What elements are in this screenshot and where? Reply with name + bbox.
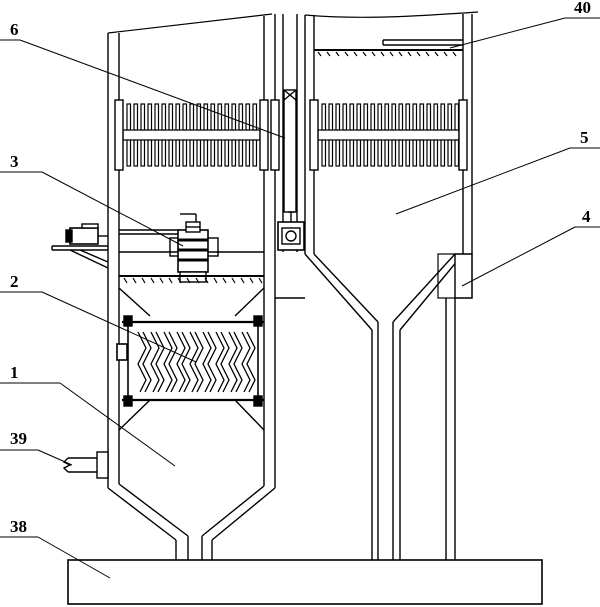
upper-stirring-combs <box>114 99 468 171</box>
label-3: 3 <box>10 152 19 171</box>
label-2: 2 <box>10 272 19 291</box>
filter-cartridge-2 <box>116 287 265 431</box>
label-4: 4 <box>582 207 591 226</box>
leader-lines <box>0 17 600 579</box>
label-5: 5 <box>580 128 589 147</box>
right-tank <box>275 11 479 560</box>
motor-assembly-3 <box>51 213 264 284</box>
support-bracket-4 <box>437 253 473 560</box>
label-39: 39 <box>10 429 27 448</box>
label-1: 1 <box>10 363 19 382</box>
label-40: 40 <box>574 0 591 17</box>
base-platform <box>67 559 543 605</box>
left-tank <box>107 13 276 560</box>
inlet-pipe-39 <box>62 451 109 479</box>
spray-pipe-40 <box>314 39 463 57</box>
label-6: 6 <box>10 20 19 39</box>
label-38: 38 <box>10 517 27 536</box>
central-shaft-6 <box>277 14 305 252</box>
